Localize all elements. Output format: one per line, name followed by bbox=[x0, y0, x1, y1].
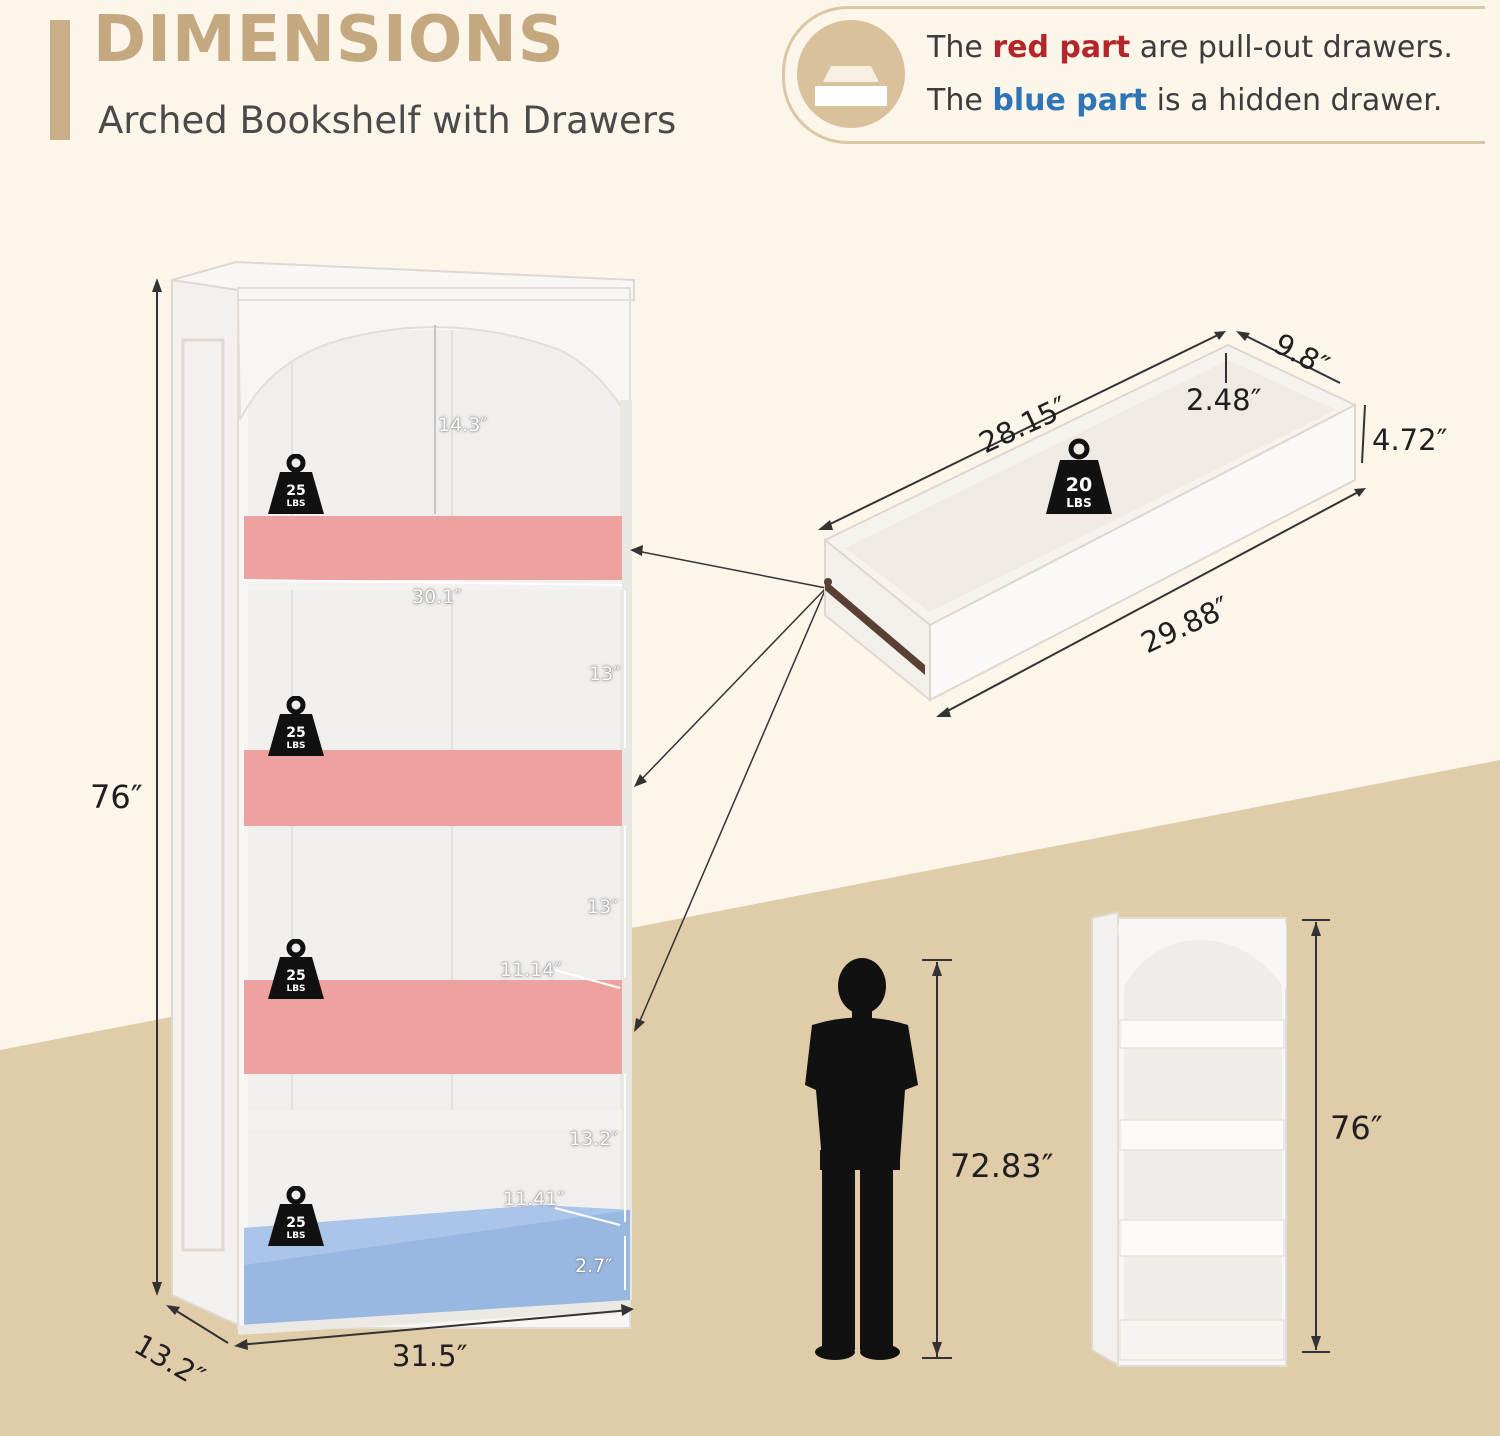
drawer-outer-height-label: 4.72″ bbox=[1372, 423, 1448, 457]
small-bookshelf bbox=[1091, 910, 1287, 1367]
shelf-height-label: 76″ bbox=[90, 778, 143, 816]
header-accent-bar bbox=[50, 20, 70, 140]
drawer-legend-note: The red part are pull-out drawers. The b… bbox=[782, 6, 1485, 144]
drawer-icon bbox=[797, 20, 905, 128]
weight-icon-shelf-2: 25 LBS bbox=[266, 695, 326, 758]
shelf-depth-1-label: 11.14″ bbox=[500, 959, 562, 981]
page-title: DIMENSIONS bbox=[93, 3, 565, 77]
person-silhouette bbox=[805, 958, 918, 1360]
shelf-width-label: 31.5″ bbox=[392, 1339, 468, 1373]
gap-1-label: 13″ bbox=[589, 663, 621, 685]
blue-part-label: blue part bbox=[992, 83, 1148, 118]
inner-width-label: 30.1″ bbox=[412, 586, 462, 608]
weight-icon-shelf-1: 25 LBS bbox=[266, 453, 326, 516]
weight-icon-drawer: 20 LBS bbox=[1044, 438, 1114, 516]
red-part-label: red part bbox=[992, 30, 1131, 65]
drawer-inner-height-label: 2.48″ bbox=[1186, 383, 1262, 417]
gap-3-label: 13.2″ bbox=[569, 1128, 619, 1150]
small-shelf-height-label: 76″ bbox=[1330, 1109, 1383, 1147]
top-opening-label: 14.3″ bbox=[438, 414, 488, 436]
shelf-depth-2-label: 11.41″ bbox=[503, 1188, 565, 1210]
note-blue-line: The blue part is a hidden drawer. bbox=[927, 83, 1443, 118]
bottom-drawer-label: 2.7″ bbox=[575, 1255, 613, 1277]
gap-2-label: 13″ bbox=[587, 896, 619, 918]
weight-icon-shelf-3: 25 LBS bbox=[266, 938, 326, 1001]
person-height-label: 72.83″ bbox=[950, 1147, 1054, 1185]
note-red-line: The red part are pull-out drawers. bbox=[927, 30, 1453, 65]
weight-icon-shelf-4: 25 LBS bbox=[266, 1185, 326, 1248]
page-subtitle: Arched Bookshelf with Drawers bbox=[98, 99, 677, 142]
